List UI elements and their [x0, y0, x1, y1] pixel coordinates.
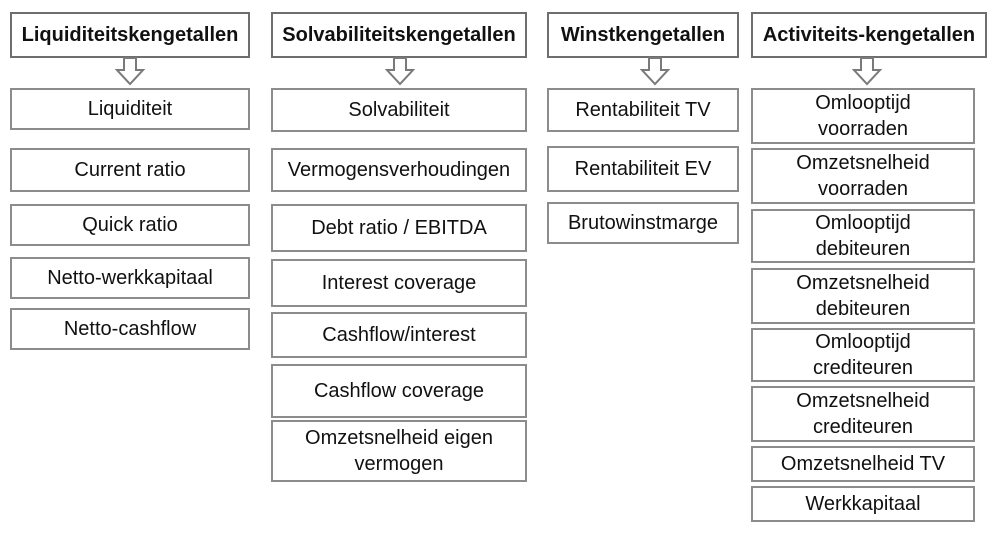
header-activiteits-kengetallen: Activiteits-kengetallen	[751, 12, 987, 58]
header-solvabiliteitskengetallen: Solvabiliteitskengetallen	[271, 12, 527, 58]
item-solvabiliteit: Solvabiliteit	[271, 88, 527, 132]
header-label: Winstkengetallen	[560, 24, 726, 46]
item-netto-werkkapitaal: Netto-werkkapitaal	[10, 257, 250, 299]
item-cashflow-interest: Cashflow/interest	[271, 312, 527, 358]
down-arrow-icon	[640, 57, 670, 86]
item-omzetsnelheid-voorraden: Omzetsnelheid voorraden	[751, 148, 975, 204]
down-arrow-icon	[852, 57, 882, 86]
header-label: Solvabiliteitskengetallen	[282, 24, 516, 46]
item-omlooptijd-voorraden: Omlooptijd voorraden	[751, 88, 975, 144]
header-winstkengetallen: Winstkengetallen	[547, 12, 739, 58]
down-arrow-icon	[115, 57, 145, 86]
item-werkkapitaal: Werkkapitaal	[751, 486, 975, 522]
item-omzetsnelheid-crediteuren: Omzetsnelheid crediteuren	[751, 386, 975, 442]
item-rentabiliteit-tv: Rentabiliteit TV	[547, 88, 739, 132]
down-arrow-icon	[385, 57, 415, 86]
header-liquiditeitskengetallen: Liquiditeitskengetallen	[10, 12, 250, 58]
item-netto-cashflow: Netto-cashflow	[10, 308, 250, 350]
item-omlooptijd-debiteuren: Omlooptijd debiteuren	[751, 209, 975, 263]
item-omzetsnelheid-tv: Omzetsnelheid TV	[751, 446, 975, 482]
item-current-ratio: Current ratio	[10, 148, 250, 192]
header-label: Liquiditeitskengetallen	[21, 24, 239, 46]
header-label: Activiteits-kengetallen	[762, 24, 976, 46]
item-vermogensverhoudingen: Vermogensverhoudingen	[271, 148, 527, 192]
item-rentabiliteit-ev: Rentabiliteit EV	[547, 146, 739, 192]
item-brutowinstmarge: Brutowinstmarge	[547, 202, 739, 244]
item-omzetsnelheid-eigen-vermogen: Omzetsnelheid eigen vermogen	[271, 420, 527, 482]
item-interest-coverage: Interest coverage	[271, 259, 527, 307]
item-quick-ratio: Quick ratio	[10, 204, 250, 246]
item-debt-ratio-ebitda: Debt ratio / EBITDA	[271, 204, 527, 252]
item-liquiditeit: Liquiditeit	[10, 88, 250, 130]
item-omlooptijd-crediteuren: Omlooptijd crediteuren	[751, 328, 975, 382]
item-cashflow-coverage: Cashflow coverage	[271, 364, 527, 418]
item-omzetsnelheid-debiteuren: Omzetsnelheid debiteuren	[751, 268, 975, 324]
